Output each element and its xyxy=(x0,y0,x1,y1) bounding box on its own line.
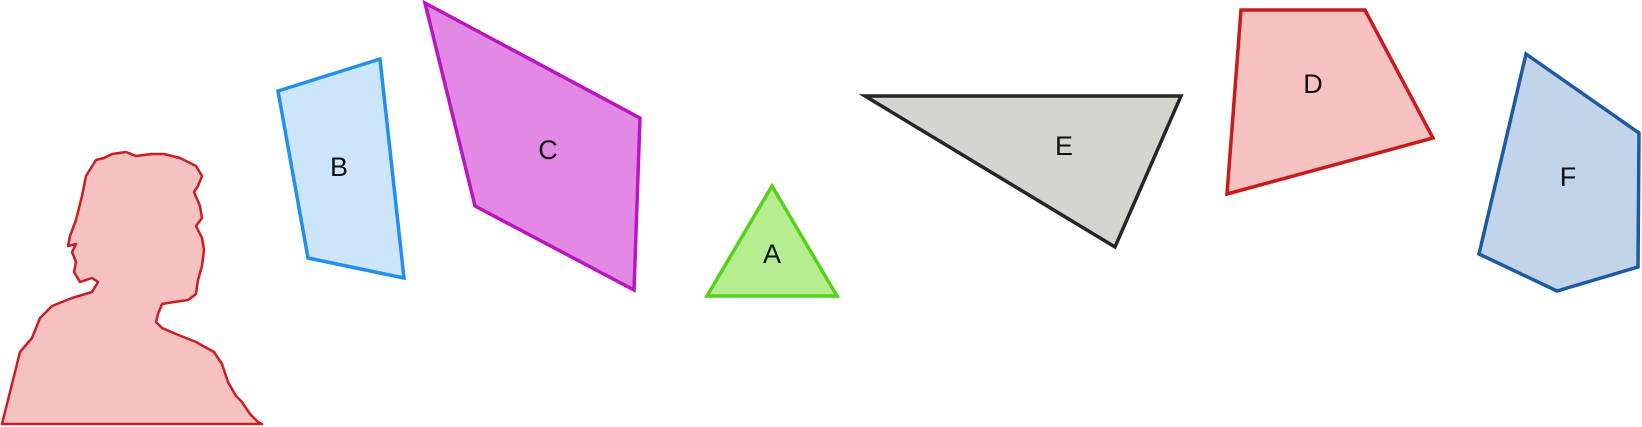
shape-b xyxy=(276,56,407,281)
shape-d-label: D xyxy=(1303,69,1323,99)
shape-a-label: A xyxy=(763,239,781,269)
shape-c-label: C xyxy=(538,135,558,165)
shape-f xyxy=(1476,51,1641,293)
shape-a xyxy=(703,182,841,298)
shape-c xyxy=(422,0,642,293)
shape-f-label: F xyxy=(1560,162,1577,192)
shape-b-label: B xyxy=(330,152,348,182)
shape-e-label: E xyxy=(1055,131,1073,161)
person-silhouette xyxy=(0,150,264,426)
shape-e xyxy=(858,94,1184,250)
shape-d xyxy=(1225,8,1436,197)
